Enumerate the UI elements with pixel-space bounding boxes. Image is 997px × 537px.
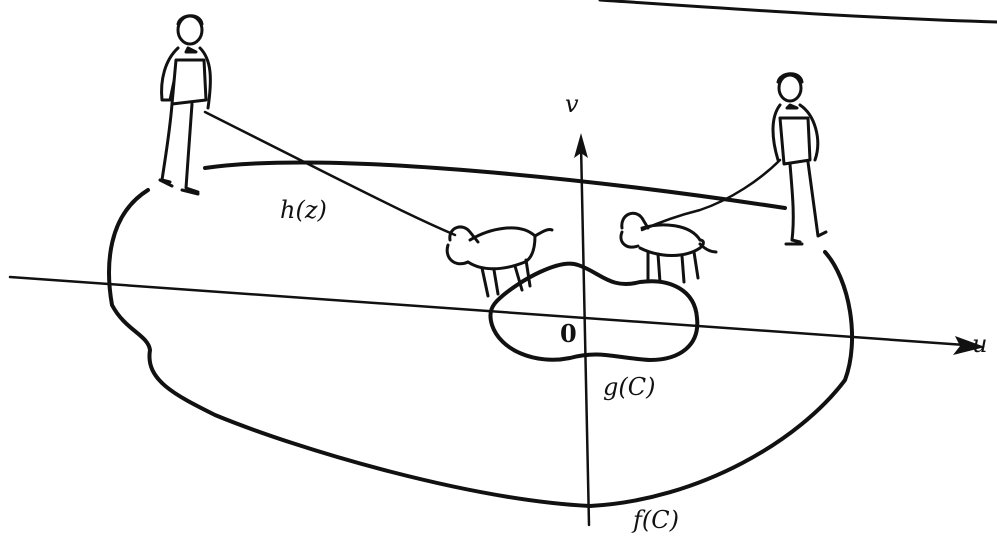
page-edge <box>600 0 997 22</box>
right-leash <box>642 160 780 230</box>
u-axis-label: u <box>972 330 987 358</box>
leash-label: h(z) <box>280 196 327 224</box>
v-axis <box>581 145 589 525</box>
left-leash <box>205 112 455 235</box>
right-walker-figure <box>773 74 826 244</box>
left-dog-figure <box>447 227 552 296</box>
inner-curve-label: g(C) <box>603 373 655 401</box>
outer-curve-f-of-c-lower <box>109 190 852 506</box>
origin-label: 0 <box>560 319 577 348</box>
outer-curve-label: f(C) <box>631 506 679 534</box>
v-axis-label: v <box>565 90 579 118</box>
inner-curve-g-of-c <box>490 264 697 360</box>
left-walker-figure <box>160 16 210 194</box>
right-dog-figure <box>621 213 716 282</box>
